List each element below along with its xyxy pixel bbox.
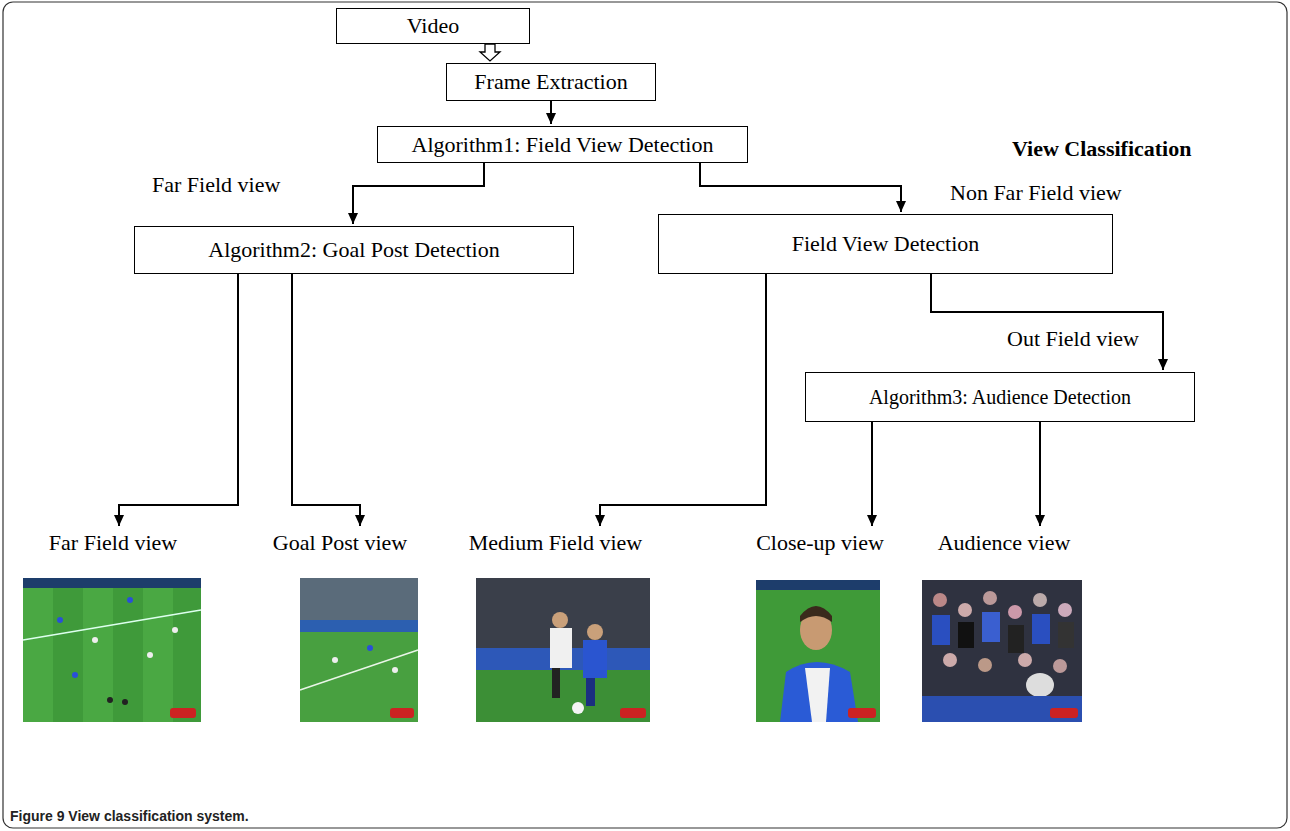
arrow-head bbox=[348, 213, 358, 224]
close-up-thumbnail bbox=[756, 580, 880, 722]
box-text: Frame Extraction bbox=[474, 69, 627, 95]
arrow-head bbox=[546, 113, 556, 124]
connector-line bbox=[353, 163, 484, 224]
algorithm-box: Algorithm2: Goal Post Detection bbox=[134, 226, 574, 274]
output-view: Audience view bbox=[919, 528, 1089, 558]
process-box: Frame Extraction bbox=[446, 63, 656, 101]
connector bbox=[546, 101, 556, 124]
goal-post-thumbnail bbox=[300, 578, 418, 722]
connector-line bbox=[931, 274, 1163, 370]
view-label: Goal Post view bbox=[273, 530, 407, 556]
arrow-head bbox=[1158, 359, 1168, 370]
section-title: View Classification bbox=[1010, 136, 1193, 162]
outer-frame bbox=[3, 2, 1287, 828]
algorithm-box: Algorithm1: Field View Detection bbox=[377, 126, 748, 163]
connector bbox=[348, 163, 484, 224]
output-view: Close-up view bbox=[746, 528, 894, 558]
output-view: Medium Field view bbox=[453, 528, 658, 558]
connector bbox=[1035, 422, 1045, 526]
figure-caption: Figure 9 View classification system. bbox=[10, 808, 249, 824]
connector bbox=[700, 163, 906, 212]
view-label: Medium Field view bbox=[469, 530, 643, 556]
process-box: Field View Detection bbox=[658, 214, 1113, 274]
connector bbox=[480, 44, 500, 61]
arrow-head bbox=[114, 515, 124, 526]
arrow-head bbox=[1035, 515, 1045, 526]
box-text: Video bbox=[407, 13, 459, 39]
connector-line bbox=[700, 163, 901, 212]
arrow-head bbox=[867, 515, 877, 526]
connector bbox=[931, 274, 1168, 370]
audience-thumbnail bbox=[922, 580, 1082, 722]
branch-label: Non Far Field view bbox=[948, 180, 1124, 206]
arrow-head bbox=[896, 201, 906, 212]
input-box: Video bbox=[336, 8, 530, 44]
connector-line bbox=[600, 274, 766, 526]
view-label: Close-up view bbox=[756, 530, 884, 556]
view-label: Audience view bbox=[938, 530, 1071, 556]
box-text: Field View Detection bbox=[792, 231, 980, 257]
connector-line bbox=[119, 274, 238, 526]
box-text: Algorithm2: Goal Post Detection bbox=[208, 237, 499, 263]
far-field-thumbnail bbox=[23, 578, 201, 722]
medium-field-thumbnail bbox=[476, 578, 650, 722]
arrow-head bbox=[355, 515, 365, 526]
block-arrow bbox=[480, 44, 500, 61]
connector-line bbox=[292, 274, 360, 526]
arrow-head bbox=[595, 515, 605, 526]
algorithm-box: Algorithm3: Audience Detection bbox=[805, 372, 1195, 422]
output-view: Far Field view bbox=[23, 528, 203, 558]
connector-line bbox=[871, 422, 873, 526]
box-text: Algorithm3: Audience Detection bbox=[869, 386, 1131, 409]
box-text: Algorithm1: Field View Detection bbox=[412, 132, 714, 158]
connector bbox=[292, 274, 365, 526]
output-view: Goal Post view bbox=[255, 528, 425, 558]
branch-label: Far Field view bbox=[150, 172, 282, 198]
connector-line bbox=[1039, 422, 1041, 526]
branch-label: Out Field view bbox=[1005, 326, 1141, 352]
connector bbox=[114, 274, 238, 526]
connector bbox=[867, 422, 877, 526]
connector bbox=[595, 274, 766, 526]
view-label: Far Field view bbox=[49, 530, 177, 556]
